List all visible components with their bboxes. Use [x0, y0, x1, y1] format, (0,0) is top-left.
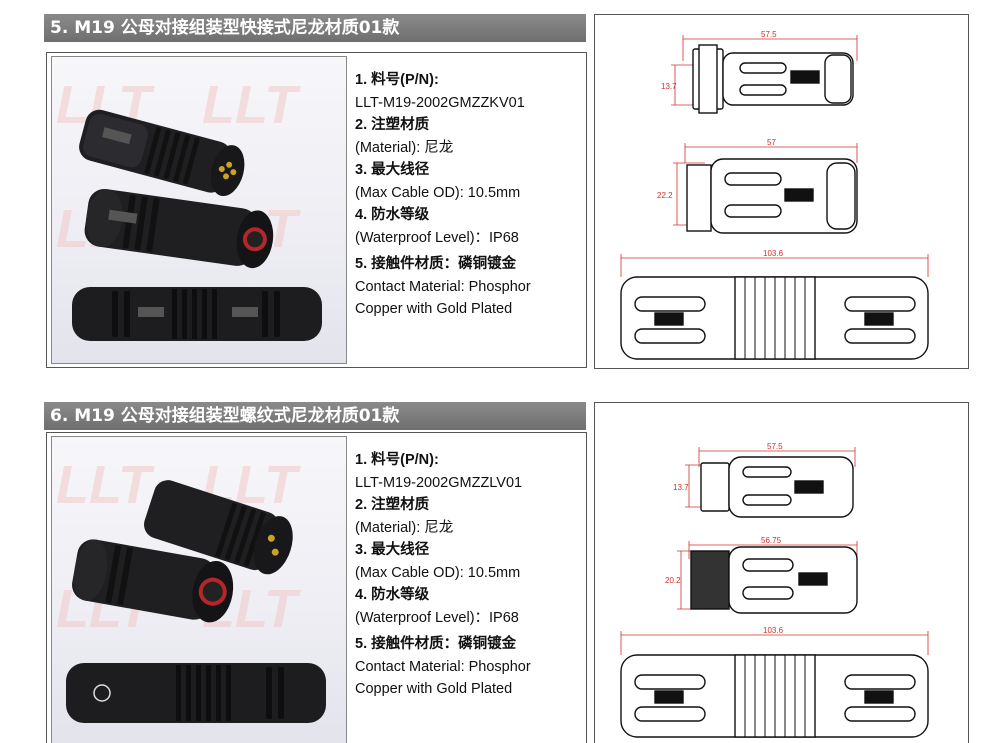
dimension-label: 57 [767, 138, 776, 147]
product-section-5: 5. M19 公母对接组装型快接式尼龙材质01款 LLT LLT LLT LLT [0, 0, 992, 369]
spec-list: 1. 料号(P/N): LLT-M19-2002GMZZKV01 2. 注塑材质… [355, 69, 585, 321]
dimension-label: 13.7 [661, 82, 677, 91]
male-connector-image [79, 109, 245, 197]
waterproof-label: 4. 防水等级 [355, 587, 430, 603]
waterproof-value: (Waterproof Level)：IP68 [355, 229, 519, 246]
material-value: (Material): 尼龙 [355, 519, 454, 536]
cable-od-value: (Max Cable OD): 10.5mm [355, 184, 521, 201]
part-number-value: LLT-M19-2002GMZZKV01 [355, 94, 525, 111]
female-connector-image [72, 539, 234, 623]
dimension-drawing: 57.5 13.7 56.75 20.2 103.6 [594, 402, 969, 743]
cable-od-label: 3. 最大线径 [355, 162, 430, 178]
contact-material-value: Contact Material: Phosphor [355, 278, 531, 295]
product-info-box: LLT LLT LLT LLT [46, 52, 587, 368]
contact-material-label: 5. 接触件材质：磷铜镀金 [355, 256, 517, 272]
technical-drawing: 57.5 13.7 56.75 20.2 103.6 [620, 442, 929, 738]
material-label: 2. 注塑材质 [355, 117, 430, 133]
dimension-label: 56.75 [761, 536, 782, 545]
material-value: (Material): 尼龙 [355, 139, 454, 156]
section-title: 6. M19 公母对接组装型螺纹式尼龙材质01款 [44, 402, 586, 430]
dimension-label: 22.2 [657, 191, 673, 200]
technical-drawing: 57.5 13.7 57 22.2 103.6 [620, 30, 929, 360]
product-info-box: LLT LLT LLT LLT [46, 432, 587, 743]
waterproof-value: (Waterproof Level)：IP68 [355, 609, 519, 626]
female-connector-image [84, 188, 274, 269]
connector-photo-illustration: LLT LLT LLT LLT [56, 455, 326, 723]
cable-od-value: (Max Cable OD): 10.5mm [355, 564, 521, 581]
contact-material-value: Contact Material: Phosphor [355, 658, 531, 675]
connector-photo-illustration: LLT LLT LLT LLT [56, 75, 322, 341]
part-number-label: 1. 料号(P/N): [355, 452, 439, 468]
waterproof-label: 4. 防水等级 [355, 207, 430, 223]
dimension-label: 20.2 [665, 576, 681, 585]
male-connector-image [144, 480, 293, 575]
material-label: 2. 注塑材质 [355, 497, 430, 513]
spec-list: 1. 料号(P/N): LLT-M19-2002GMZZLV01 2. 注塑材质… [355, 449, 585, 701]
watermark: LLT [56, 455, 155, 515]
contact-material-label: 5. 接触件材质：磷铜镀金 [355, 636, 517, 652]
dimension-label: 13.7 [673, 483, 689, 492]
product-section-6: 6. M19 公母对接组装型螺纹式尼龙材质01款 LLT LLT LLT LLT [0, 392, 992, 743]
product-photo: LLT LLT LLT LLT [51, 56, 347, 364]
assembled-connector-image [66, 663, 326, 723]
dimension-label: 57.5 [761, 30, 777, 39]
cable-od-label: 3. 最大线径 [355, 542, 430, 558]
dimension-drawing: 57.5 13.7 57 22.2 103.6 [594, 14, 969, 369]
part-number-label: 1. 料号(P/N): [355, 72, 439, 88]
dimension-label: 57.5 [767, 442, 783, 451]
watermark: LLT [202, 75, 301, 135]
dimension-label: 103.6 [763, 249, 784, 258]
dimension-label: 103.6 [763, 626, 784, 635]
contact-material-value: Copper with Gold Plated [355, 681, 513, 697]
part-number-value: LLT-M19-2002GMZZLV01 [355, 474, 523, 491]
product-photo: LLT LLT LLT LLT [51, 436, 347, 743]
section-title: 5. M19 公母对接组装型快接式尼龙材质01款 [44, 14, 586, 42]
assembled-connector-image [72, 287, 322, 341]
contact-material-value: Copper with Gold Plated [355, 301, 513, 317]
